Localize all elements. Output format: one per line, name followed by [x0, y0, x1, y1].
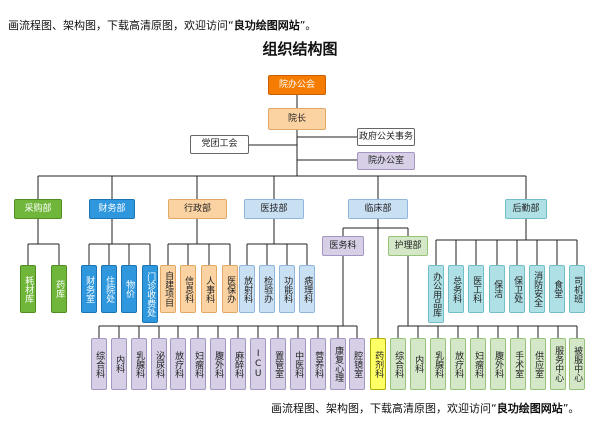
nursing-dept-6: 手术室	[510, 338, 526, 390]
node-zhuyuan: 住院处	[101, 265, 117, 313]
node-caigou: 采购部	[14, 199, 62, 219]
node-wujia: 物价	[121, 265, 137, 313]
node-renshi: 人事科	[201, 265, 217, 313]
nursing-dept-1: 内科	[410, 338, 426, 390]
node-xingzheng: 行政部	[168, 199, 227, 219]
nursing-dept-0: 综合科	[390, 338, 406, 390]
medical-dept-4: 放疗科	[170, 338, 186, 390]
medical-dept-0: 综合科	[91, 338, 107, 390]
node-yuanbangongshi: 院办公室	[357, 152, 415, 170]
promo-suffix: ”。	[299, 19, 317, 32]
chart-title: 组织结构图	[262, 40, 338, 58]
node-bingli: 病理科	[299, 265, 315, 313]
medical-dept-6: 腹外科	[210, 338, 226, 390]
node-yiwu: 医务科	[322, 236, 364, 256]
medical-dept-11: 营养科	[310, 338, 326, 390]
promo-site-name[interactable]: 良功绘图网站	[233, 19, 300, 32]
node-baowei: 保卫处	[509, 265, 525, 313]
nursing-dept-7: 供应室	[530, 338, 546, 390]
node-dangtuan: 党团工会	[190, 135, 249, 154]
node-xiaofang: 消防安全	[529, 265, 545, 313]
node-yigong: 医工科	[468, 265, 484, 313]
node-yaoji: 药剂科	[370, 338, 386, 390]
promo-text-bottom: 画流程图、架构图，下载高清原图，欢迎访问“良功绘图网站”。	[271, 400, 579, 416]
node-zijian: 自建项目	[160, 265, 176, 313]
node-caiwushi: 财务室	[81, 265, 97, 313]
node-linchuang: 临床部	[348, 199, 408, 219]
node-huli: 护理部	[388, 236, 428, 256]
node-baojie: 保洁	[489, 265, 505, 313]
medical-dept-8: ICU	[250, 338, 266, 390]
node-zhengfu: 政府公关事务	[357, 128, 415, 146]
node-menzhen: 门诊收费处	[142, 265, 158, 323]
node-gongneng: 功能科	[279, 265, 295, 313]
node-zongwu: 总务科	[448, 265, 464, 313]
node-houqin: 后勤部	[505, 199, 547, 219]
node-yaoku: 药库	[51, 265, 67, 313]
node-shitang: 食堂	[549, 265, 565, 313]
node-jianyan: 检验办	[259, 265, 275, 313]
node-yiji: 医技部	[244, 199, 304, 219]
medical-dept-5: 妇瘤科	[190, 338, 206, 390]
medical-dept-1: 内科	[111, 338, 127, 390]
medical-dept-12: 康复心理	[330, 338, 346, 390]
nursing-dept-3: 放疗科	[450, 338, 466, 390]
promo-prefix: 画流程图、架构图，下载高清原图，欢迎访问“	[8, 19, 234, 32]
node-siji: 司机班	[569, 265, 585, 313]
promo-prefix: 画流程图、架构图，下载高清原图，欢迎访问“	[271, 402, 497, 415]
node-fangshe: 放射科	[239, 265, 255, 313]
node-yuanban: 院办公会	[268, 75, 326, 95]
medical-dept-9: 置管室	[270, 338, 286, 390]
promo-text-top: 画流程图、架构图，下载高清原图，欢迎访问“良功绘图网站”。	[8, 17, 316, 33]
medical-dept-10: 中医科	[290, 338, 306, 390]
promo-site-name[interactable]: 良功绘图网站	[496, 402, 563, 415]
node-haocai: 耗材库	[20, 265, 36, 313]
medical-dept-13: 腔镜室	[349, 338, 365, 390]
nursing-dept-9: 被服中心	[569, 338, 585, 390]
medical-dept-2: 乳腺科	[131, 338, 147, 390]
node-yibao: 医保办	[222, 265, 238, 313]
nursing-dept-2: 乳腺科	[430, 338, 446, 390]
nursing-dept-4: 妇瘤科	[470, 338, 486, 390]
promo-suffix: ”。	[562, 402, 580, 415]
nursing-dept-8: 服务中心	[550, 338, 566, 390]
node-bangong: 办公用品库	[428, 265, 444, 323]
node-xinxi: 信息科	[180, 265, 196, 313]
node-caiwu: 财务部	[89, 199, 135, 219]
nursing-dept-5: 腹外科	[490, 338, 506, 390]
medical-dept-3: 泌尿科	[151, 338, 167, 390]
node-yuanzhang: 院长	[268, 108, 326, 130]
medical-dept-7: 麻醉科	[230, 338, 246, 390]
